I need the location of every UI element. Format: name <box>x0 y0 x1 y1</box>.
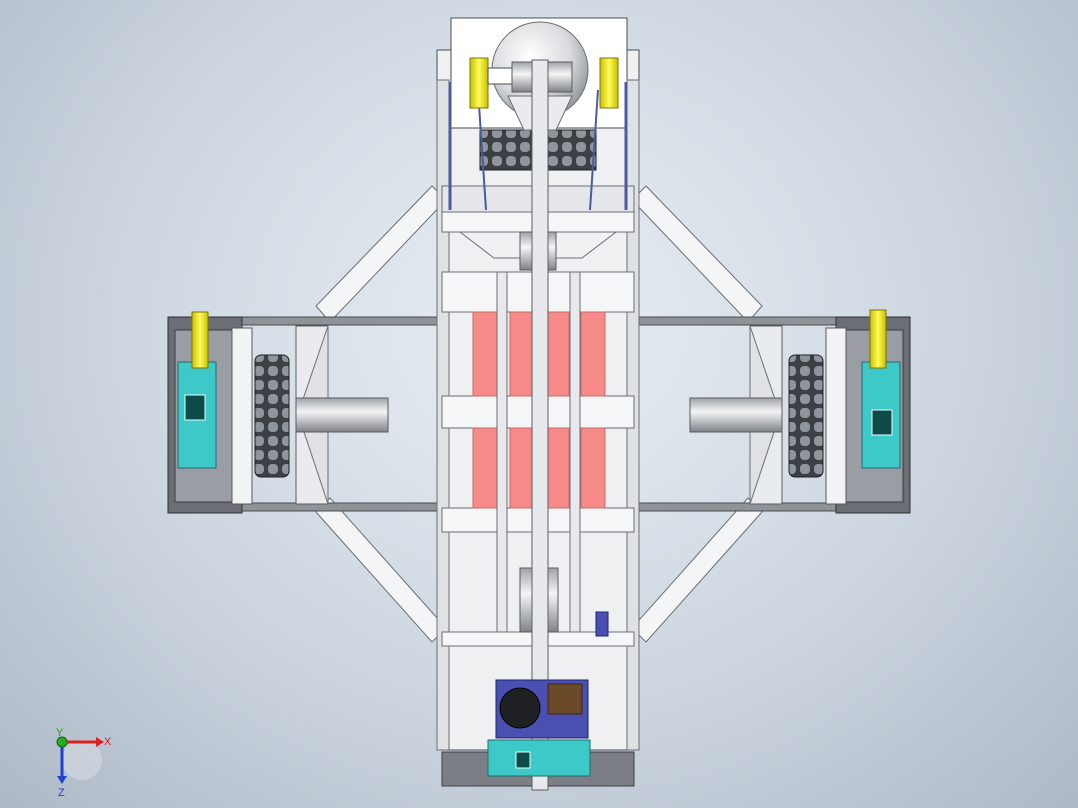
rear-driver-board <box>547 683 583 715</box>
left-motor <box>295 397 389 433</box>
right-yellow-post <box>869 309 887 369</box>
coordinate-triad: X Y Z <box>56 727 112 799</box>
left-omni-wheel <box>254 354 290 478</box>
central-spine-bar <box>531 59 549 791</box>
rear-capacitor <box>499 687 541 729</box>
rear-electronics[interactable] <box>487 611 609 777</box>
brace-upper-left <box>315 185 447 323</box>
right-omni-wheel <box>788 354 824 478</box>
right-motor <box>689 397 783 433</box>
triad-x-label: X <box>104 736 112 748</box>
brace-lower-left <box>315 497 447 643</box>
brace-lower-right <box>631 497 763 643</box>
salmon-panels <box>472 311 606 509</box>
right-omni-wheel-module[interactable] <box>689 309 911 514</box>
triad-z-label: Z <box>58 787 65 799</box>
brace-upper-right <box>631 185 763 323</box>
left-omni-wheel-module[interactable] <box>167 311 389 514</box>
triad-y-label: Y <box>56 727 64 739</box>
left-yellow-post <box>191 311 209 369</box>
